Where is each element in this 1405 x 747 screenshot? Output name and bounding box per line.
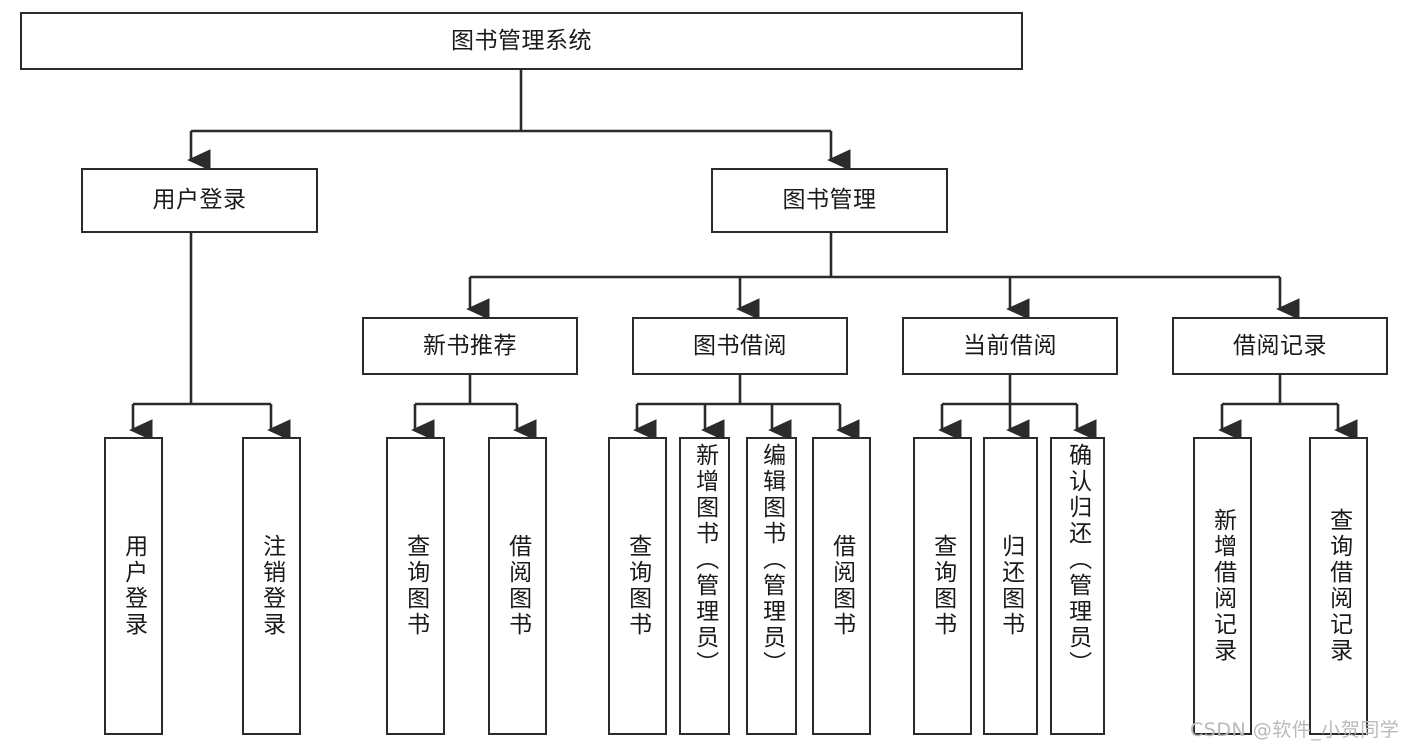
node-label: 新书推荐 (423, 332, 517, 359)
node-label: 用户登录 (120, 534, 147, 638)
node-leaf-return-books[interactable]: 归还图书 (983, 437, 1038, 735)
node-label: 注销登录 (258, 534, 285, 638)
node-label: 查询借阅记录 (1325, 508, 1352, 664)
node-leaf-add-book-admin[interactable]: 新增图书（管理员） (679, 437, 730, 735)
node-leaf-borrow-books-recommend[interactable]: 借阅图书 (488, 437, 547, 735)
node-label: 借阅图书 (504, 534, 531, 638)
node-current-borrowing[interactable]: 当前借阅 (902, 317, 1118, 375)
node-label: 查询图书 (402, 534, 429, 638)
node-label: 当前借阅 (963, 332, 1057, 359)
node-borrowing-record[interactable]: 借阅记录 (1172, 317, 1388, 375)
node-label: 确认归还（管理员） (1064, 443, 1091, 677)
node-label: 查询图书 (624, 534, 651, 638)
node-label: 用户登录 (152, 187, 247, 214)
node-user-login[interactable]: 用户登录 (81, 168, 318, 233)
node-leaf-query-books-recommend[interactable]: 查询图书 (386, 437, 445, 735)
node-book-borrowing[interactable]: 图书借阅 (632, 317, 848, 375)
node-label: 借阅图书 (828, 534, 855, 638)
node-label: 图书管理系统 (451, 27, 592, 54)
node-leaf-add-borrow-record[interactable]: 新增借阅记录 (1193, 437, 1252, 735)
node-label: 归还图书 (997, 534, 1024, 638)
watermark-text: CSDN @软件_小贺同学 (1190, 719, 1400, 741)
node-leaf-query-books-current[interactable]: 查询图书 (913, 437, 972, 735)
node-root-book-management-system[interactable]: 图书管理系统 (20, 12, 1023, 70)
node-label: 图书管理 (782, 187, 877, 214)
node-leaf-edit-book-admin[interactable]: 编辑图书（管理员） (746, 437, 797, 735)
node-book-management[interactable]: 图书管理 (711, 168, 948, 233)
node-label: 查询图书 (929, 534, 956, 638)
node-new-book-recommendation[interactable]: 新书推荐 (362, 317, 578, 375)
node-leaf-query-borrow-record[interactable]: 查询借阅记录 (1309, 437, 1368, 735)
node-leaf-confirm-return-admin[interactable]: 确认归还（管理员） (1050, 437, 1105, 735)
node-label: 图书借阅 (693, 332, 787, 359)
node-leaf-query-books-borrow[interactable]: 查询图书 (608, 437, 667, 735)
node-label: 新增借阅记录 (1209, 508, 1236, 664)
node-label: 借阅记录 (1233, 332, 1327, 359)
node-leaf-user-login[interactable]: 用户登录 (104, 437, 163, 735)
node-label: 新增图书（管理员） (691, 443, 718, 677)
node-leaf-logout[interactable]: 注销登录 (242, 437, 301, 735)
node-leaf-borrow-books[interactable]: 借阅图书 (812, 437, 871, 735)
node-label: 编辑图书（管理员） (758, 443, 785, 677)
